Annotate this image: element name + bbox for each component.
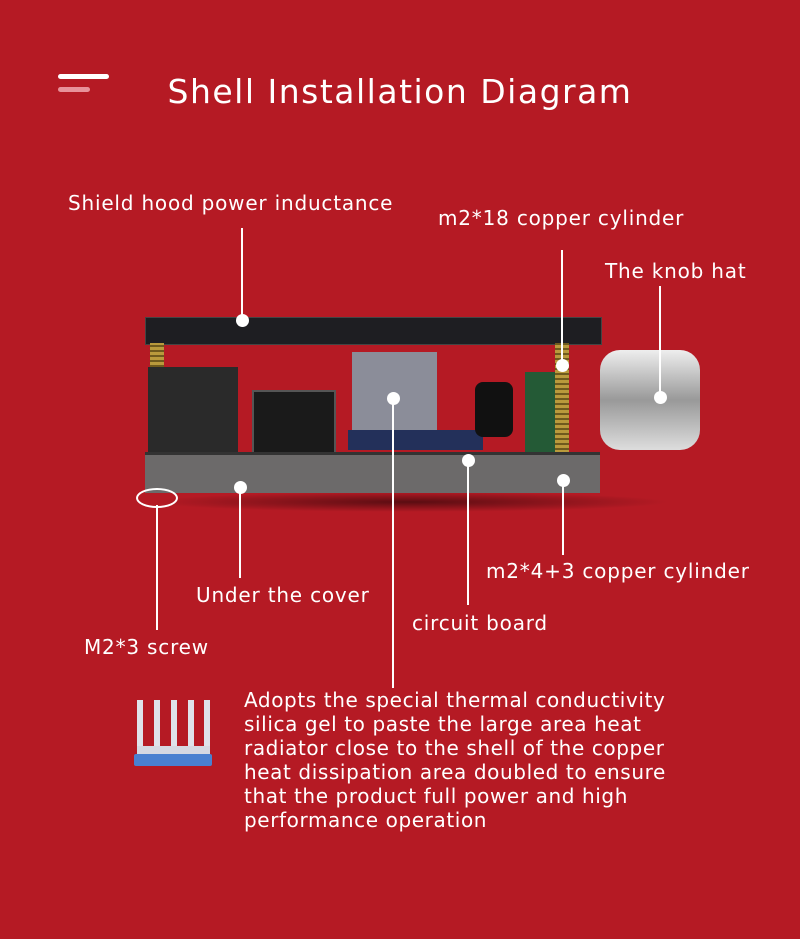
leader-line — [392, 398, 394, 688]
label-under-cover: Under the cover — [196, 583, 370, 607]
label-m2-3-screw: M2*3 screw — [84, 635, 209, 659]
marker-dot — [654, 391, 667, 404]
thermal-description: Adopts the special thermal conductivity … — [244, 688, 764, 832]
marker-dot — [236, 314, 249, 327]
leader-line — [467, 460, 469, 605]
leader-line — [562, 480, 564, 555]
screw-highlight-ellipse — [136, 488, 178, 508]
leader-line — [241, 228, 243, 320]
marker-dot — [462, 454, 475, 467]
leader-line — [239, 487, 241, 578]
label-circuit-board: circuit board — [412, 611, 548, 635]
menu-icon-line[interactable] — [58, 87, 90, 92]
description-line: silica gel to paste the large area heat — [244, 712, 642, 736]
marker-dot — [234, 481, 247, 494]
heatsink-icon — [134, 700, 212, 770]
leader-line — [561, 250, 563, 365]
description-line: that the product full power and high — [244, 784, 628, 808]
label-shield-hood: Shield hood power inductance — [68, 191, 394, 215]
amplifier-product-image — [140, 312, 720, 512]
description-line: Adopts the special thermal conductivity — [244, 688, 666, 712]
label-knob-hat: The knob hat — [605, 259, 747, 283]
description-line: radiator close to the shell of the coppe… — [244, 736, 665, 760]
label-m2-18-cylinder: m2*18 copper cylinder — [438, 206, 685, 230]
leader-line — [156, 505, 158, 630]
description-line: heat dissipation area doubled to ensure — [244, 760, 666, 784]
label-m2-4-3-cylinder: m2*4+3 copper cylinder — [486, 559, 750, 583]
page-title: Shell Installation Diagram — [167, 72, 633, 111]
marker-dot — [387, 392, 400, 405]
leader-line — [659, 286, 661, 397]
description-line: performance operation — [244, 808, 488, 832]
menu-icon[interactable] — [58, 74, 109, 79]
marker-dot — [557, 474, 570, 487]
marker-dot — [556, 359, 569, 372]
